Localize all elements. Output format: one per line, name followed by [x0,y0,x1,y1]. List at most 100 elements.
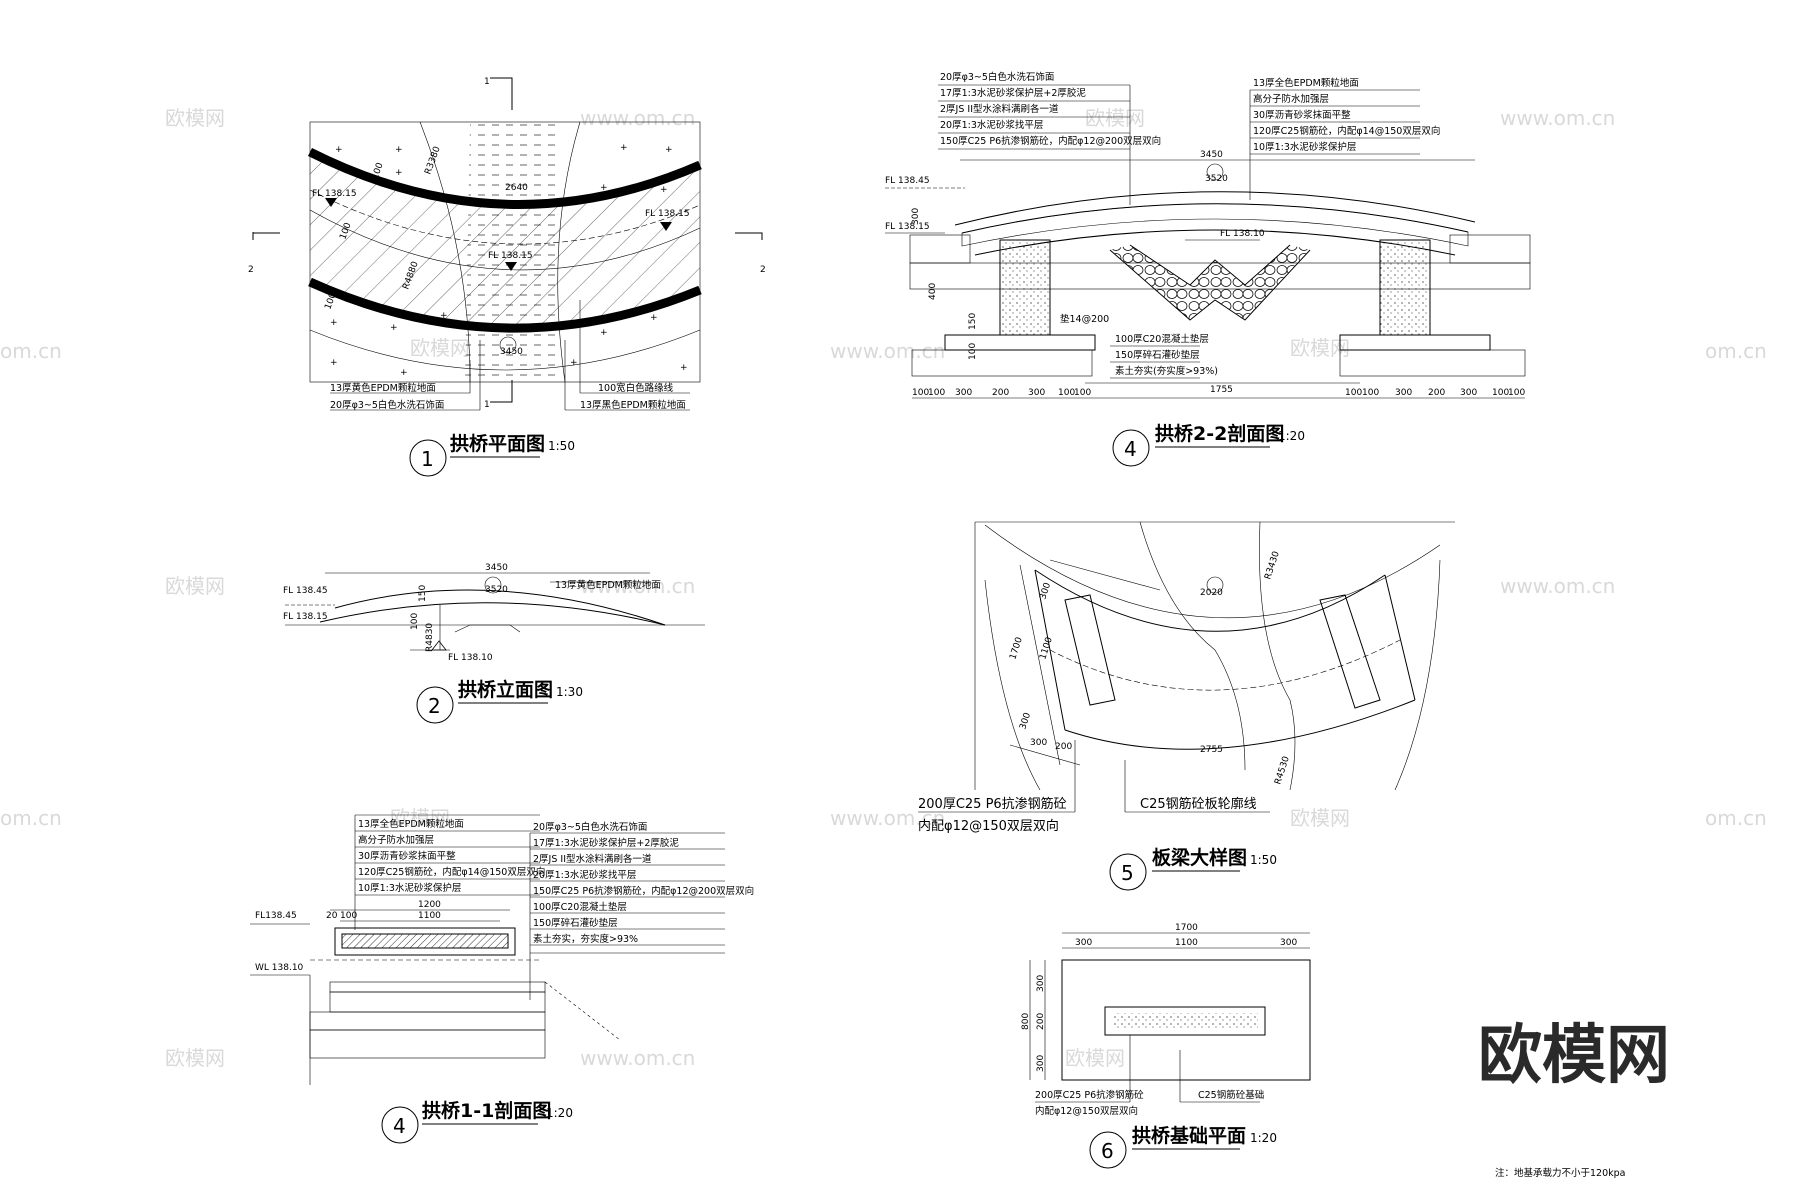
watermark-url: om.cn [0,806,62,830]
note-text: 100宽白色路缘线 [598,382,674,394]
note-text: 素土夯实，夯实度>93% [533,933,638,945]
level-text: WL 138.10 [255,963,304,973]
dimension-text: 300 [911,208,921,225]
note-text: 150厚C25 P6抗渗钢筋砼，内配φ12@200双层双向 [533,885,754,897]
svg-text:200: 200 [992,388,1009,398]
dimension-text: 300 [1075,938,1092,948]
footing-gravel-left [911,349,1093,377]
drawing-title: 拱桥平面图 [450,432,545,455]
drawing-number: 1 [421,447,434,471]
note-text: 20厚φ3~5白色水洗石饰面 [533,821,647,833]
dimension-text: 300 [1036,975,1046,992]
dimension-text: 3450 [485,563,508,573]
slab-arc-bottom [1064,699,1416,750]
drawing-number: 5 [1121,861,1134,885]
drawing-title: 拱桥1-1剖面图 [422,1099,551,1122]
path-curve [557,121,581,383]
note-text: 13厚黑色EPDM颗粒地面 [580,399,686,411]
dimension-text: 150 [418,585,428,602]
note-text: 20厚1:3水泥砂浆找平层 [533,869,636,881]
dimension-text: 200 [1036,1013,1046,1030]
drawing-arch-bridge-plan: ++++ +++ +++ +++ +++ 1 1 2 2 FL 138.15 F… [248,77,766,477]
svg-text:+: + [660,185,668,195]
dimension-text: 1200 [418,900,441,910]
drawing-scale: 1:20 [546,1106,573,1120]
watermark-brand: 欧模网 [1085,106,1145,130]
svg-text:300: 300 [1460,388,1477,398]
centerline [309,189,701,245]
arch-bottom [319,602,666,626]
level-text: FL 138.15 [645,209,690,219]
note-text: 17厚1:3水泥砂浆保护层+2厚胶泥 [940,87,1086,99]
drawing-foundation-plan: 1700 300 1100 300 800 300 200 300 200厚C2… [1021,923,1626,1179]
deck-slab [334,927,516,956]
level-text: FL138.45 [255,911,297,921]
svg-text:+: + [600,328,608,338]
dimension-text: R3430 [1263,550,1282,581]
arch-slab [961,203,1469,247]
note-text: 30厚沥青砂浆抹面平整 [1253,109,1351,121]
drawing-scale: 1:30 [556,685,583,699]
drawing-number-circle [416,686,454,724]
drawing-scale: 1:50 [1250,853,1277,867]
drawing-number: 6 [1101,1139,1114,1163]
dimension-text: R4530 [1273,755,1292,786]
watermark-url: www.om.cn [830,339,945,363]
svg-text:+: + [395,168,403,178]
level-text: FL 138.45 [283,586,328,596]
layer-gravel [309,1029,546,1059]
watermark-logo: 欧模网 [1478,1019,1670,1093]
drawing-number-circle [381,1106,419,1144]
arc-outer [984,524,1441,619]
watermark-url: www.om.cn [580,106,695,130]
ground-layer [1449,234,1531,264]
drawing-number: 2 [428,694,441,718]
drawing-scale: 1:20 [1250,1131,1277,1145]
svg-text:+: + [335,145,343,155]
svg-text:200: 200 [1428,388,1445,398]
watermark-url: www.om.cn [830,806,945,830]
watermark-brand: 欧模网 [390,806,450,830]
note-stack-left: 20厚φ3~5白色水洗石饰面 17厚1:3水泥砂浆保护层+2厚胶泥 2厚JS I… [938,71,1161,205]
path-curve [309,209,701,271]
svg-text:100: 100 [1074,388,1091,398]
bridge-edge-bottom [308,277,702,333]
watermark-url: om.cn [0,339,62,363]
watermark-brand: 欧模网 [1290,336,1350,360]
level-text: FL 138.10 [1220,229,1265,239]
svg-text:+: + [620,143,628,153]
svg-text:+: + [330,318,338,328]
dimension-text: 1700 [1008,636,1025,661]
section-label: 2 [248,265,254,275]
note-text: 200厚C25 P6抗渗钢筋砼 [918,796,1067,812]
drawing-number-circle [1112,429,1150,467]
note-stack-right: 20厚φ3~5白色水洗石饰面 17厚1:3水泥砂浆保护层+2厚胶泥 2厚JS I… [529,821,754,1000]
path-curve [419,121,471,383]
svg-text:+: + [390,323,398,333]
svg-text:100: 100 [912,388,929,398]
svg-text:+: + [440,311,448,321]
watermark-brand: 欧模网 [165,574,225,598]
watermark-brand: 欧模网 [165,1046,225,1070]
note-text: 120厚C25钢筋砼，内配φ14@150双层双向 [358,866,545,878]
dimension-text: 1700 [1175,923,1198,933]
bridge-edge-top [307,147,702,209]
dimension-text: 3520 [1205,174,1228,184]
svg-text:100: 100 [1362,388,1379,398]
foundation-outline [1061,959,1311,1081]
watermark-url: www.om.cn [580,1046,695,1070]
watermark-brand: 欧模网 [165,106,225,130]
svg-text:100: 100 [1058,388,1075,398]
watermark-brand: 欧模网 [410,336,470,360]
note-stack-right: 13厚全色EPDM颗粒地面 高分子防水加强层 30厚沥青砂浆抹面平整 120厚C… [1249,77,1440,200]
svg-text:+: + [650,313,658,323]
note-text: 13厚黄色EPDM颗粒地面 [555,579,661,591]
dimension-text: R3380 [423,145,442,176]
note-text: 内配φ12@150双层双向 [918,818,1059,834]
ground-layer [909,234,971,264]
note-text: 高分子防水加强层 [1253,93,1329,105]
section-label: 1 [484,77,490,87]
dimension-text: 300 [1038,581,1053,601]
dimension-text: 1755 [1210,385,1233,395]
section-mark-1-bottom [490,380,513,403]
